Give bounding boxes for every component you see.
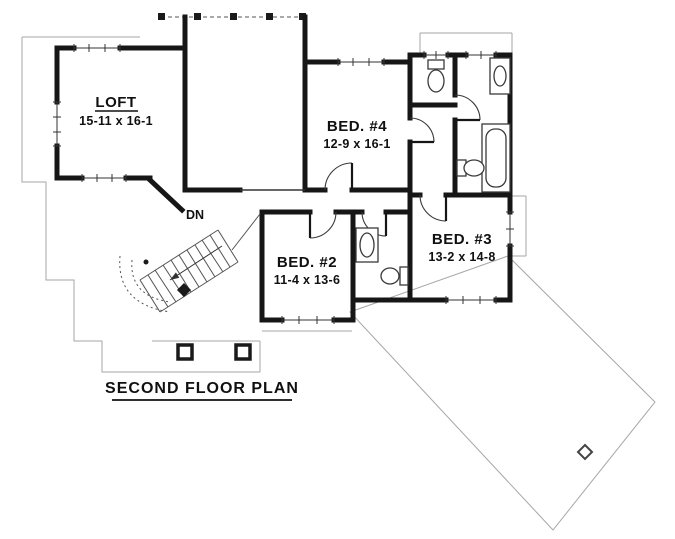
- walls: [54, 14, 513, 323]
- stairs-dn-label: DN: [186, 208, 204, 222]
- hall-rail-diagonal: [231, 213, 261, 251]
- sink-icon: [493, 65, 507, 87]
- bed3-label: BED. #3: [432, 231, 492, 248]
- windows: [53, 44, 514, 324]
- toilet-bowl-icon: [463, 159, 485, 177]
- rail-post-icon: [266, 13, 273, 20]
- roof-outline-left-steps: [21, 37, 260, 373]
- stair-arrowhead-icon: [170, 272, 180, 280]
- stair-stringer: [159, 261, 239, 313]
- window: [73, 44, 121, 52]
- stair-post-icon: [177, 283, 191, 297]
- roof-outline: [21, 32, 656, 531]
- staircase: [119, 213, 261, 313]
- deck-posts: [176, 343, 252, 361]
- doors: [308, 94, 481, 239]
- bed4-dims: 12-9 x 16-1: [323, 137, 390, 151]
- door-arc: [309, 211, 337, 239]
- rail-post-icon: [230, 13, 237, 20]
- window: [81, 174, 127, 182]
- bed2-label: BED. #2: [277, 254, 337, 271]
- stair-curved-rail: [131, 259, 171, 303]
- bath-fixtures: [355, 57, 511, 286]
- tub-basin-icon: [485, 128, 507, 188]
- bed4-label: BED. #4: [327, 118, 387, 135]
- stair-treads: [139, 229, 239, 313]
- bed2-dims: 11-4 x 13-6: [274, 273, 341, 287]
- door-arc: [409, 117, 435, 143]
- toilet-bowl-icon: [427, 69, 445, 93]
- roof-vent-diamond: [576, 443, 594, 461]
- deck-post: [234, 343, 252, 361]
- window: [423, 51, 449, 59]
- roof-outline-top-right: [419, 32, 513, 55]
- stair-diagonal-wall: [146, 176, 186, 214]
- stair-curved-rail: [119, 255, 171, 313]
- deck-post: [176, 343, 194, 361]
- door-arc: [454, 94, 481, 121]
- window: [506, 211, 514, 247]
- window: [281, 316, 335, 324]
- rail-post-icon: [194, 13, 201, 20]
- bed3-dims: 13-2 x 14-8: [428, 250, 495, 264]
- lower-roof-diagonal: [349, 255, 656, 531]
- toilet-tank-icon: [427, 59, 445, 70]
- plan-title: SECOND FLOOR PLAN: [105, 380, 299, 397]
- stair-direction-arrow: [169, 245, 223, 281]
- sink-icon: [359, 232, 375, 258]
- stair-stringer: [139, 229, 219, 281]
- rail-post-icon: [158, 13, 165, 20]
- newel-post-icon: [143, 259, 149, 265]
- window: [465, 51, 497, 59]
- balcony-rail: [158, 13, 306, 20]
- window: [53, 101, 61, 147]
- window: [337, 58, 385, 66]
- loft-label: LOFT: [95, 94, 136, 111]
- labels: LOFT 15-11 x 16-1 BED. #4 12-9 x 16-1 BE…: [79, 94, 495, 401]
- window: [445, 296, 497, 304]
- door-arc: [419, 194, 447, 222]
- loft-dims: 15-11 x 16-1: [79, 114, 153, 128]
- toilet-bowl-icon: [380, 267, 400, 285]
- toilet-tank-icon: [399, 266, 409, 286]
- door-arc: [324, 162, 353, 191]
- deck-outline: [152, 340, 261, 372]
